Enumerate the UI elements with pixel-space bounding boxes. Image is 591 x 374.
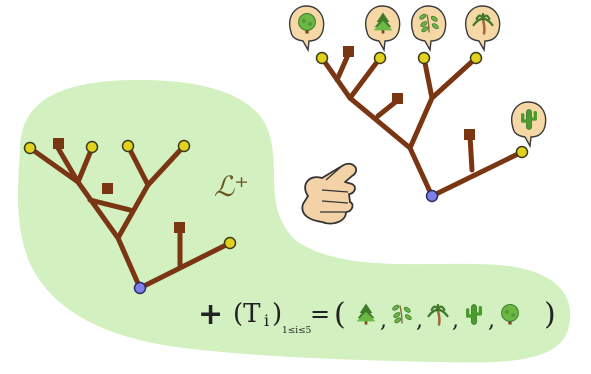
label-bubble xyxy=(411,5,447,53)
palm-icon xyxy=(427,303,449,326)
tree-edge xyxy=(429,55,479,101)
leaf-node xyxy=(121,139,135,153)
leaf-node xyxy=(469,51,483,65)
root-node xyxy=(133,281,147,295)
tree-edge xyxy=(334,52,351,83)
leaf-node xyxy=(417,51,431,65)
deciduous-icon xyxy=(298,13,316,34)
leaf-node xyxy=(315,51,329,65)
tree-edge xyxy=(75,145,95,185)
label-bubble xyxy=(289,5,325,53)
label-bubble xyxy=(365,5,401,53)
tree-edge xyxy=(27,145,143,291)
leaf-node xyxy=(177,139,191,153)
tuple-separator: , xyxy=(416,308,423,333)
formula-plus: + xyxy=(198,297,223,332)
formula-index-range: 1≤i≤5 xyxy=(282,326,312,336)
tree-edge xyxy=(137,240,233,291)
label-bubbles xyxy=(289,5,547,149)
tree-stub xyxy=(467,133,475,173)
pendant-leaf-marker xyxy=(392,93,403,104)
tree-edge xyxy=(87,197,133,213)
leaf-node xyxy=(373,51,387,65)
tree-edge xyxy=(55,145,81,185)
deciduous-icon xyxy=(501,304,519,325)
tuple-items: ,,,, xyxy=(356,303,519,333)
tree-edge xyxy=(407,55,435,151)
leaf-node xyxy=(223,236,237,250)
formula-open-paren: ( xyxy=(334,297,346,332)
pendant-leaf-marker xyxy=(343,46,354,57)
operator-region xyxy=(17,80,571,363)
pointing-hand-icon xyxy=(301,162,357,225)
palm-icon xyxy=(472,12,494,35)
formula-equals: = xyxy=(310,300,330,328)
pendant-leaf-marker xyxy=(174,222,185,233)
sprout-icon xyxy=(392,304,412,324)
tree-edge xyxy=(429,149,525,199)
tuple-separator: , xyxy=(380,308,387,333)
label-bubble xyxy=(465,5,501,53)
left-tree xyxy=(23,138,237,295)
tuple-separator: , xyxy=(488,308,495,333)
root-node xyxy=(425,189,439,203)
sprout-icon xyxy=(419,13,439,33)
tuple-separator: , xyxy=(452,308,459,333)
tree-edge xyxy=(347,55,383,101)
label-bubble xyxy=(511,101,547,149)
right-tree xyxy=(315,46,529,203)
leaf-node xyxy=(515,145,529,159)
pendant-leaf-marker xyxy=(102,183,113,194)
formula-index: i xyxy=(264,311,269,330)
operator-label: ℒ⁺ xyxy=(214,170,249,203)
cactus-icon xyxy=(521,109,537,130)
pendant-leaf-marker xyxy=(53,138,64,149)
formula: + (T i ) 1≤i≤5 = ( ,,,, ) xyxy=(198,297,556,336)
formula-close-paren: ) xyxy=(544,297,556,332)
tree-edge xyxy=(145,143,187,188)
cactus-icon xyxy=(466,304,482,325)
pendant-leaf-marker xyxy=(464,129,475,140)
conifer-icon xyxy=(356,303,376,325)
leaf-node xyxy=(23,141,37,155)
formula-family-close: ) xyxy=(272,299,282,329)
leaf-node xyxy=(85,140,99,154)
formula-family: (T xyxy=(233,299,261,329)
conifer-icon xyxy=(373,12,393,34)
